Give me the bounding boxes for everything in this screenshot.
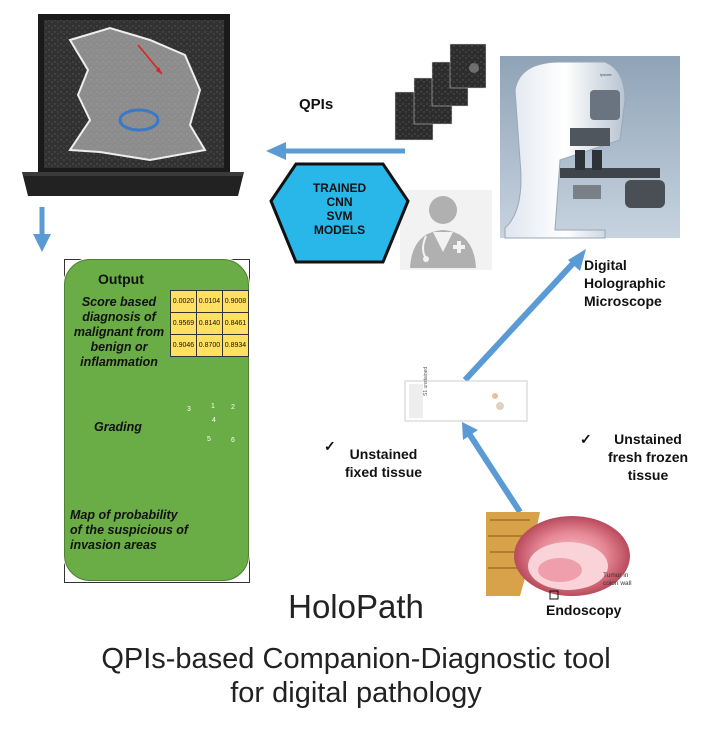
fixed-tissue-line: Unstained xyxy=(349,446,418,462)
microscope-label-line: Digital xyxy=(584,257,627,273)
score-text-line: benign or xyxy=(90,340,148,354)
table-row: 0.9569 0.8140 0.8461 xyxy=(170,312,249,335)
check-icon: ✓ xyxy=(324,438,336,454)
models-hexagon xyxy=(269,162,410,264)
laptop-icon xyxy=(22,14,244,196)
fixed-tissue-label: Unstained fixed tissue xyxy=(345,445,422,481)
table-cell: 0.8140 xyxy=(196,312,223,335)
models-label-line: SVM xyxy=(326,209,353,223)
tumor-annotation-line: colon wall xyxy=(603,580,632,587)
page-title: HoloPath xyxy=(288,588,424,625)
check-icon: ✓ xyxy=(580,431,592,447)
frozen-tissue-line: fresh frozen xyxy=(607,449,689,465)
frozen-tissue-label: Unstained fresh frozen tissue xyxy=(590,430,706,484)
arrow-slide-to-microscope xyxy=(462,249,586,383)
arrow-microscope-to-laptop xyxy=(266,142,405,160)
models-label: TRAINED CNN SVM MODELS xyxy=(296,181,383,237)
grading-number: 6 xyxy=(231,437,235,444)
table-cell: 0.8934 xyxy=(222,334,249,357)
table-cell: 0.9046 xyxy=(170,334,197,357)
svg-text:lyncee: lyncee xyxy=(600,72,612,77)
qpis-label: QPIs xyxy=(299,96,334,113)
probability-map-text: Map of probability of the suspicious of … xyxy=(70,508,190,553)
frozen-tissue-line: tissue xyxy=(627,467,669,483)
grading-label: Grading xyxy=(94,420,142,434)
arrow-laptop-to-output xyxy=(33,207,51,252)
table-cell: 0.0020 xyxy=(170,290,197,313)
grading-number: 5 xyxy=(207,436,211,443)
grading-number: 2 xyxy=(231,404,235,411)
table-cell: 0.0104 xyxy=(196,290,223,313)
map-text-line: Map of probability xyxy=(70,508,178,522)
subtitle-line: QPIs-based Companion-Diagnostic tool xyxy=(101,643,611,675)
grading-number: 3 xyxy=(187,406,191,413)
endoscopy-image xyxy=(486,512,644,600)
slide-label: S1 unstained xyxy=(423,366,429,396)
microscope-image: lyncee xyxy=(500,56,680,239)
output-title: Output xyxy=(98,271,144,287)
glass-slide xyxy=(404,380,528,422)
table-cell: 0.9008 xyxy=(222,290,249,313)
arrow-endoscopy-to-slide xyxy=(462,422,523,514)
score-text-line: malignant from xyxy=(73,325,165,339)
map-text-line: of the suspicious of xyxy=(70,523,189,537)
grading-number: 1 xyxy=(211,403,215,410)
table-row: 0.9046 0.8700 0.8934 xyxy=(170,334,249,357)
table-cell: 0.8700 xyxy=(196,334,223,357)
microscope-label: Digital Holographic Microscope xyxy=(584,256,666,310)
fixed-tissue-line: fixed tissue xyxy=(345,464,423,480)
models-label-line: TRAINED xyxy=(312,181,367,195)
grading-number: 4 xyxy=(212,417,216,424)
models-label-line: CNN xyxy=(326,195,353,209)
table-cell: 0.9569 xyxy=(170,312,197,335)
subtitle-line: for digital pathology xyxy=(230,677,482,709)
score-text-line: inflammation xyxy=(80,355,158,369)
score-text-line: Score based xyxy=(81,295,157,309)
tumor-annotation-line: Tumor in xyxy=(603,572,629,579)
score-table: 0.0020 0.0104 0.9008 0.9569 0.8140 0.846… xyxy=(170,290,249,357)
microscope-label-line: Holographic xyxy=(584,275,666,291)
table-cell: 0.8461 xyxy=(222,312,249,335)
models-label-line: MODELS xyxy=(313,223,366,237)
microscope-label-line: Microscope xyxy=(584,293,662,309)
frozen-tissue-line: Unstained xyxy=(614,431,682,447)
page-subtitle: QPIs-based Companion-Diagnostic tool for… xyxy=(0,642,712,710)
tumor-annotation: Tumor in colon wall xyxy=(603,572,632,588)
score-diagnosis-text: Score based diagnosis of malignant from … xyxy=(70,295,168,370)
endoscopy-label: Endoscopy xyxy=(546,602,622,618)
map-text-line: invasion areas xyxy=(70,538,157,552)
table-row: 0.0020 0.0104 0.9008 xyxy=(170,290,249,313)
score-text-line: diagnosis of xyxy=(82,310,156,324)
doctor-icon xyxy=(400,190,492,270)
qpi-image-stack xyxy=(394,43,487,141)
